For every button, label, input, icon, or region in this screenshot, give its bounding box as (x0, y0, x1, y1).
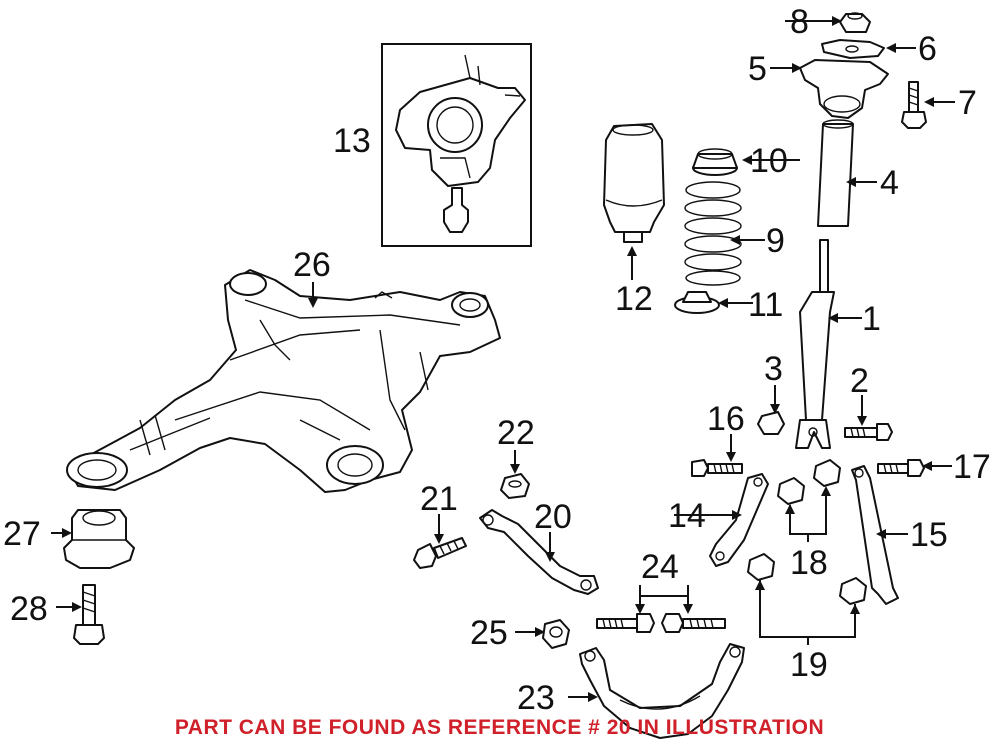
callout-28: 28 (10, 590, 48, 628)
part-11-isolator[interactable] (674, 291, 720, 314)
part-24-bolt-left[interactable] (596, 613, 655, 633)
leader-lines (51, 16, 955, 702)
callout-27: 27 (3, 515, 41, 553)
part-17-bolt[interactable] (877, 459, 925, 477)
callout-14: 14 (668, 497, 706, 535)
callout-2: 2 (850, 362, 869, 400)
callout-1: 1 (862, 300, 881, 338)
part-21-bolt[interactable] (413, 537, 467, 569)
part-23-control-arm[interactable] (579, 643, 745, 739)
callout-3: 3 (764, 350, 783, 388)
callout-20: 20 (534, 498, 572, 536)
part-18-nut-right[interactable] (813, 459, 841, 487)
callout-23: 23 (517, 679, 555, 717)
part-28-bolt[interactable] (73, 584, 105, 645)
callout-8: 8 (790, 3, 809, 41)
callout-24: 24 (641, 548, 679, 586)
part-1-shock-absorber[interactable] (795, 239, 835, 449)
part-18-nut-left[interactable] (777, 477, 805, 505)
callout-13: 13 (333, 122, 371, 160)
callout-26: 26 (293, 246, 331, 284)
callout-15: 15 (910, 516, 948, 554)
callout-16: 16 (707, 400, 745, 438)
part-9-coil-spring[interactable] (684, 181, 742, 286)
callout-9: 9 (766, 222, 785, 260)
callout-7: 7 (958, 84, 977, 122)
callout-25: 25 (470, 614, 508, 652)
callout-22: 22 (497, 414, 535, 452)
part-5-upper-mount[interactable] (799, 59, 889, 119)
callout-21: 21 (420, 480, 458, 518)
part-8-nut[interactable] (839, 12, 871, 33)
callout-5: 5 (748, 50, 767, 88)
part-26-crossmember[interactable] (66, 269, 501, 493)
callout-11: 11 (748, 286, 783, 324)
reference-caption: PART CAN BE FOUND AS REFERENCE # 20 IN I… (174, 716, 825, 739)
part-16-bolt[interactable] (691, 459, 743, 477)
part-7-bolt[interactable] (901, 81, 927, 129)
part-3-nut[interactable] (757, 411, 785, 435)
part-6-plate[interactable] (821, 39, 885, 59)
part-19-nut-left[interactable] (747, 553, 775, 581)
part-15-lateral-link[interactable] (851, 465, 899, 605)
part-2-bolt[interactable] (844, 423, 893, 441)
part-20-control-arm[interactable] (479, 509, 599, 595)
callout-12: 12 (615, 280, 653, 318)
part-14-link[interactable] (709, 473, 769, 567)
part-19-nut-right[interactable] (839, 577, 867, 605)
part-4-boot[interactable] (817, 119, 854, 227)
part-10-spring-seat[interactable] (692, 148, 738, 176)
part-25-nut[interactable] (542, 619, 570, 649)
part-24-bolt-right[interactable] (661, 613, 726, 633)
callout-labels: 1 2 3 4 5 6 7 8 9 10 11 12 13 14 15 16 1… (3, 3, 991, 717)
callout-6: 6 (918, 30, 937, 68)
callout-4: 4 (880, 164, 899, 202)
part-27-bushing[interactable] (63, 509, 135, 569)
part-22-nut[interactable] (500, 473, 530, 499)
part-13-knuckle[interactable] (395, 54, 526, 233)
part-12-air-spring[interactable] (603, 123, 665, 243)
callout-19: 19 (790, 646, 828, 684)
callout-17: 17 (953, 448, 991, 486)
callout-18: 18 (790, 544, 828, 582)
callout-10: 10 (750, 142, 788, 180)
